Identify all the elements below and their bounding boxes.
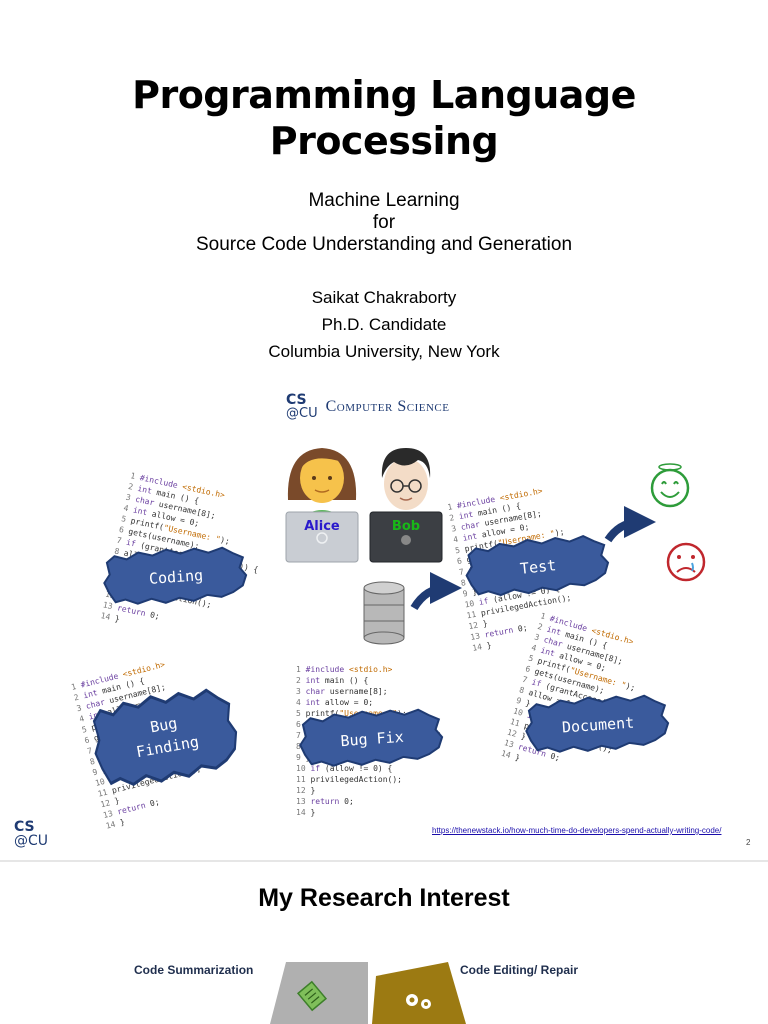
badge-test-label: Test [519, 556, 557, 578]
cs-corner-logo: CS @CU [14, 820, 48, 848]
author-block: Saikat Chakraborty Ph.D. Candidate Colum… [0, 284, 768, 365]
badge-bug-fix: Bug Fix [297, 705, 445, 770]
title-line-1: Programming Language [132, 73, 636, 117]
page-number: 2 [746, 838, 751, 847]
cs-mark-bottom: @CU [286, 406, 318, 421]
database-icon [363, 581, 405, 645]
workflow-illustration: 1 #include <stdio.h> 2 int main () { 3 c… [70, 448, 706, 831]
badge-document: Document [523, 691, 671, 756]
subtitle-line-2: for [372, 212, 396, 233]
subtitle-line-1: Machine Learning [308, 190, 460, 211]
label-code-summarization: Code Summarization [134, 963, 254, 977]
cs-corner-bottom: @CU [14, 833, 49, 849]
slide-title: Programming Language Processing [0, 72, 768, 164]
source-link[interactable]: https://thenewstack.io/how-much-time-do-… [432, 826, 722, 835]
cs-columbia-logo: CS @CU Computer Science [286, 390, 449, 424]
cs-mark: CS @CU [286, 392, 318, 421]
gears-icon [406, 994, 431, 1009]
bob-avatar [369, 448, 443, 563]
happy-face-icon [650, 463, 690, 508]
slide-1: Programming Language Processing Machine … [0, 72, 768, 848]
bob-label: Bob [392, 519, 420, 534]
title-line-2: Processing [269, 119, 499, 163]
label-code-editing: Code Editing/ Repair [460, 963, 579, 977]
badge-bug-finding-label-1: Bug [149, 714, 179, 736]
badge-document-label: Document [561, 713, 634, 736]
slide-divider [0, 860, 768, 862]
sad-face-icon [666, 542, 706, 582]
arrow-icon [410, 572, 462, 611]
subtitle-line-3: Source Code Understanding and Generation [195, 234, 573, 255]
cs-corner-top: CS [14, 819, 35, 835]
badge-coding: Coding [101, 543, 249, 608]
badge-coding-label: Coding [148, 566, 203, 588]
alice-avatar [285, 448, 359, 563]
cs-mark-top: CS [286, 392, 307, 408]
cs-logo-text: Computer Science [325, 398, 450, 415]
author-name: Saikat Chakraborty [311, 288, 457, 307]
author-role: Ph.D. Candidate [321, 315, 447, 334]
document-icon [296, 980, 328, 1012]
repair-block [372, 962, 466, 1024]
badge-test: Test [462, 530, 612, 601]
author-affiliation: Columbia University, New York [268, 342, 500, 361]
slide-subtitle: Machine Learning for Source Code Underst… [0, 190, 768, 256]
next-slide-title: My Research Interest [258, 884, 510, 912]
arrow-icon [604, 506, 656, 543]
badge-bug-fix-label: Bug Fix [340, 728, 404, 750]
alice-label: Alice [304, 519, 340, 534]
